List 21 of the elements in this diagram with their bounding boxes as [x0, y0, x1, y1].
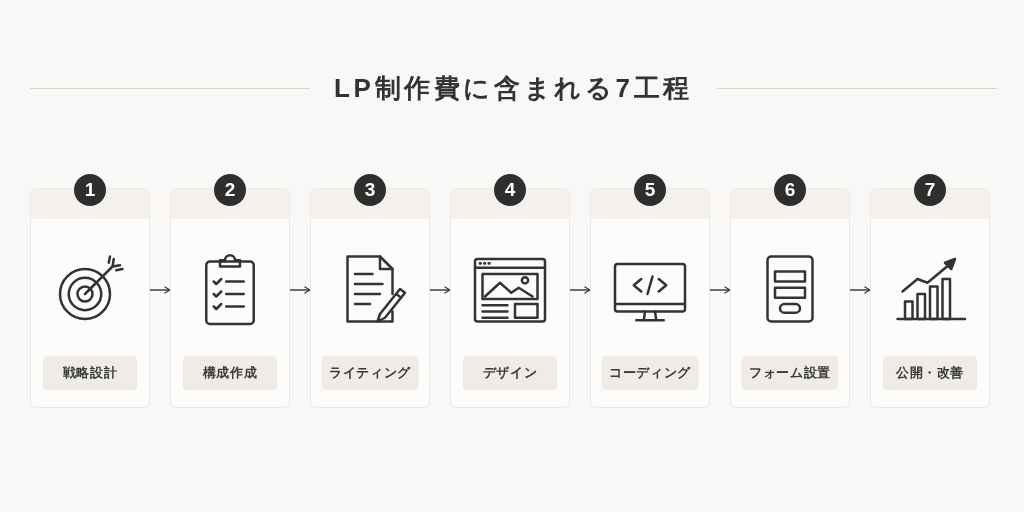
step-label: フォーム設置: [741, 356, 839, 390]
step-number: 5: [634, 174, 666, 206]
step-number: 7: [914, 174, 946, 206]
arrow: [149, 286, 171, 294]
step-label: コーディング: [601, 356, 699, 390]
arrow: [569, 286, 591, 294]
title: LP制作費に含まれる7工程: [334, 72, 693, 105]
step-number: 2: [214, 174, 246, 206]
arrow: [849, 286, 871, 294]
step-label: 戦略設計: [43, 356, 137, 390]
step-label: ライティング: [321, 356, 419, 390]
step-number: 3: [354, 174, 386, 206]
arrow: [429, 286, 451, 294]
step-number: 6: [774, 174, 806, 206]
arrow: [289, 286, 311, 294]
step-label: デザイン: [463, 356, 557, 390]
arrow: [709, 286, 731, 294]
step-label: 公開・改善: [883, 356, 977, 390]
step-number: 1: [74, 174, 106, 206]
step-label: 構成作成: [183, 356, 277, 390]
step-number: 4: [494, 174, 526, 206]
